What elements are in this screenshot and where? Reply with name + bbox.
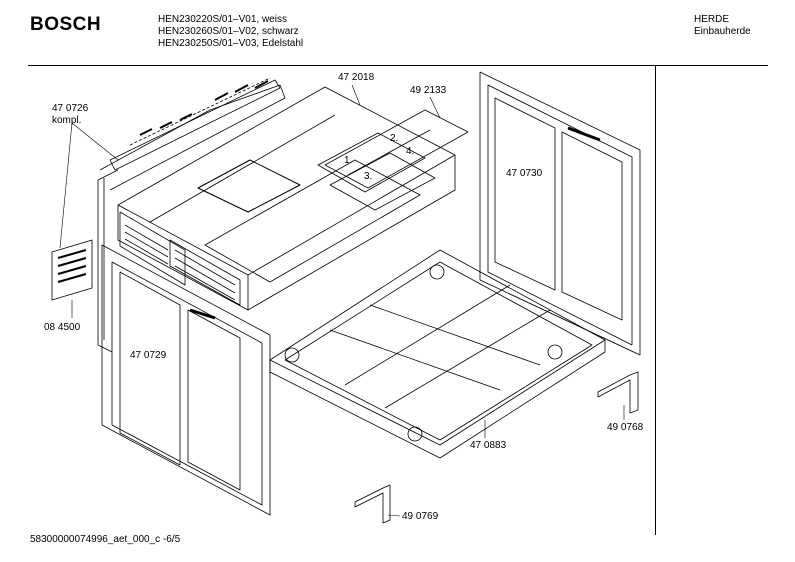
- part-label-470729: 47 0729: [130, 350, 167, 361]
- model-line: HEN230260S/01–V02, schwarz: [158, 26, 299, 37]
- bracket-490769: [354, 484, 391, 524]
- subcategory: Einbauherde: [694, 26, 751, 37]
- step-4: 4.: [406, 146, 415, 157]
- header-divider: [28, 65, 768, 66]
- document-id: 58300000074996_aet_000_c -6/5: [30, 534, 181, 545]
- part-label-492133: 49 2133: [410, 85, 447, 96]
- part-label-470726: 47 0726: [52, 103, 89, 114]
- part-label-490768: 49 0768: [607, 422, 644, 433]
- part-label-490769: 49 0769: [402, 511, 439, 522]
- model-line: HEN230250S/01–V03, Edelstahl: [158, 38, 304, 49]
- part-note-komplett: kompl.: [52, 115, 82, 126]
- step-1: 1.: [344, 155, 353, 166]
- side-divider: [655, 65, 656, 535]
- part-label-470883: 47 0883: [470, 440, 507, 451]
- rear-heater-frame: [99, 77, 286, 191]
- part-label-472018: 47 2018: [338, 72, 375, 83]
- bracket-490768: [597, 371, 639, 414]
- category-block: HERDE Einbauherde: [694, 14, 751, 38]
- category: HERDE: [694, 14, 730, 25]
- insulation-label: [317, 109, 469, 211]
- model-line: HEN230220S/01–V01, weiss: [158, 14, 287, 25]
- model-list: HEN230220S/01–V01, weiss HEN230260S/01–V…: [158, 14, 303, 50]
- right-side-panel: [479, 71, 641, 356]
- fan-grille: [51, 239, 93, 301]
- oven-housing: [97, 86, 456, 353]
- brand-logo: BOSCH: [30, 14, 102, 35]
- part-label-470730: 47 0730: [506, 168, 543, 179]
- bottom-plate: [269, 249, 606, 459]
- left-side-panel: [101, 244, 271, 516]
- leader-lines: [59, 84, 625, 517]
- part-label-084500: 08 4500: [44, 322, 81, 333]
- step-2: 2.: [390, 133, 399, 144]
- step-3: 3.: [364, 171, 373, 182]
